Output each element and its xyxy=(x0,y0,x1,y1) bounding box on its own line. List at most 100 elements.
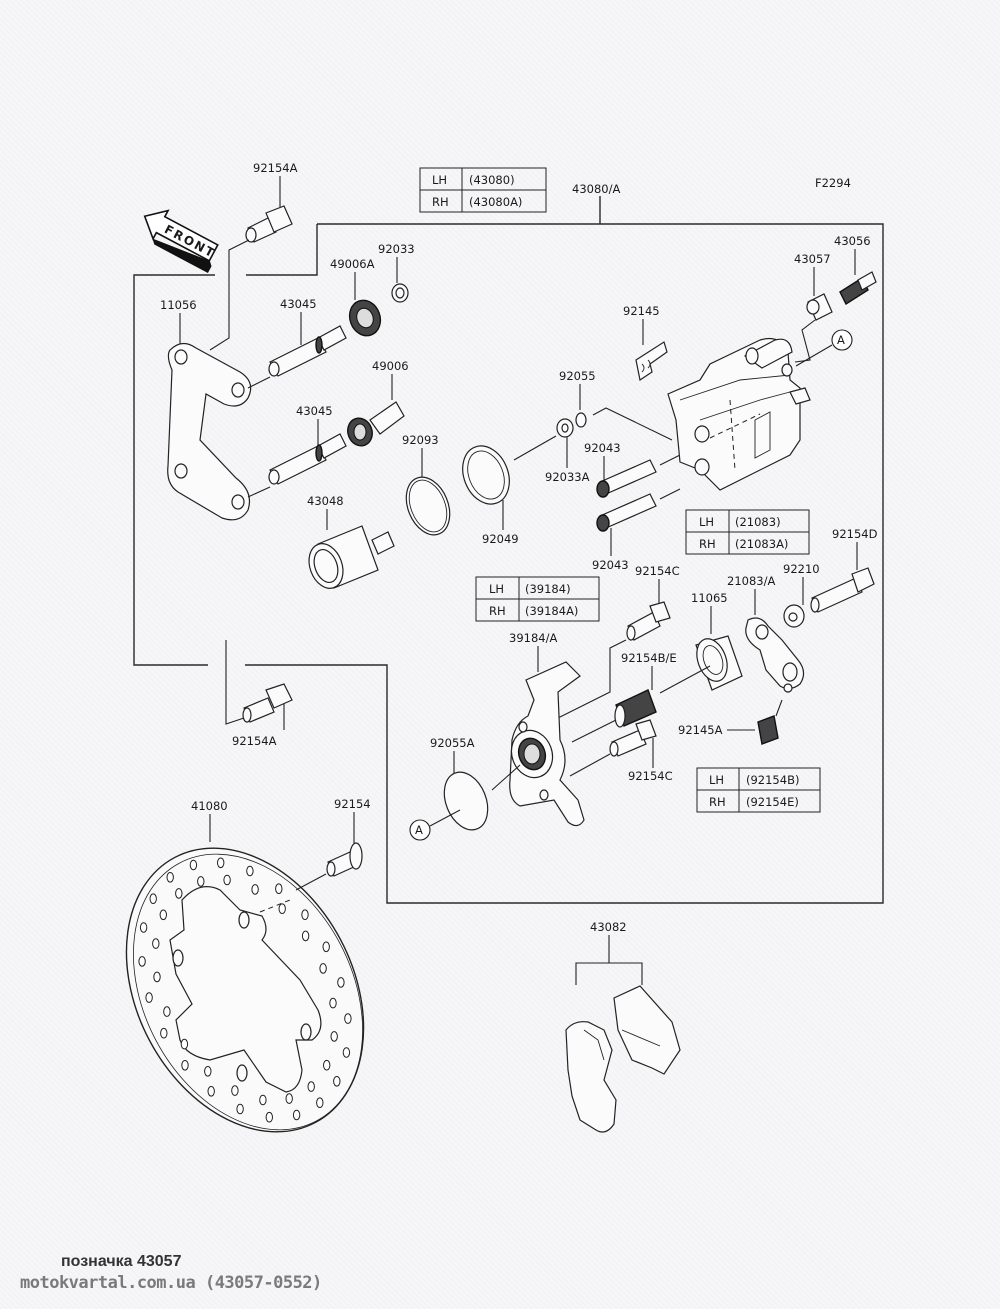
oring-92055a[interactable]: 92055A xyxy=(430,736,521,836)
disc-vent-hole xyxy=(152,938,160,949)
pad-pin-92043-lower[interactable]: 92043 xyxy=(592,488,681,572)
caliper-body[interactable] xyxy=(667,337,811,491)
disc-vent-hole xyxy=(307,1081,315,1092)
disc-hub-cutout xyxy=(169,886,322,1093)
table-cell-side: LH xyxy=(489,582,504,596)
part-label: 43056 xyxy=(834,234,871,248)
bolt-92154c-top[interactable]: 92154C xyxy=(557,564,680,719)
disc-vent-hole xyxy=(145,992,153,1003)
table-cell-part: (21083) xyxy=(735,515,781,529)
part-label: 41080 xyxy=(191,799,228,813)
part-label: 43048 xyxy=(307,494,344,508)
disc-vent-hole xyxy=(204,1066,212,1077)
part-label: 92055 xyxy=(559,369,596,383)
ref-marker-a-bottom: A xyxy=(409,809,461,841)
disc-vent-hole xyxy=(344,1013,352,1024)
part-label: 39184/A xyxy=(509,631,557,645)
disc-vent-hole xyxy=(163,1006,171,1017)
part-label: 43057 xyxy=(794,252,831,266)
part-label: 92154 xyxy=(334,797,371,811)
disc-vent-hole xyxy=(231,1085,239,1096)
table-cell-part: (43080A) xyxy=(469,195,522,209)
part-label: 92154A xyxy=(253,161,298,175)
ref-marker-a-top: A xyxy=(795,329,853,367)
slide-pin-43045-upper[interactable]: 43045 xyxy=(268,297,347,377)
disc-vent-hole xyxy=(265,1111,273,1123)
part-label: 92154C xyxy=(628,769,673,783)
disc-vent-hole xyxy=(292,1109,301,1121)
bracket-21083a[interactable]: 21083/A xyxy=(727,574,805,717)
table-cell-side: RH xyxy=(432,195,449,209)
disc-vent-hole xyxy=(246,865,254,877)
disc-vent-hole xyxy=(181,1060,189,1071)
disc-vent-hole xyxy=(139,922,148,933)
disc-vent-hole xyxy=(138,956,146,967)
table-cell-part: (39184A) xyxy=(525,604,578,618)
disc-vent-hole xyxy=(329,997,337,1009)
disc-vent-hole xyxy=(285,1093,293,1104)
cup-11065[interactable]: 11065 xyxy=(659,591,743,694)
part-label: 92145 xyxy=(623,304,660,318)
boot-49006a[interactable]: 49006A xyxy=(330,257,385,340)
lever-side-table: LH (39184) RH (39184A) xyxy=(475,576,600,622)
disc-vent-hole xyxy=(275,883,283,895)
bleeder-cap-43057[interactable]: 43057 xyxy=(794,252,833,363)
disc-vent-hole xyxy=(160,1027,168,1039)
cap-92033[interactable]: 92033 xyxy=(378,242,415,303)
ref-marker-label: A xyxy=(415,823,423,837)
adjuster-92154be[interactable]: 92154B/E xyxy=(571,651,677,743)
part-label: 49006A xyxy=(330,257,375,271)
part-label: 43045 xyxy=(280,297,317,311)
table-cell-part: (92154E) xyxy=(746,795,799,809)
disc-vent-hole xyxy=(149,893,157,905)
bleeder-valve-43056[interactable]: 43056 xyxy=(834,234,877,306)
part-label: 21083/A xyxy=(727,574,775,588)
piston-43048[interactable]: 43048 xyxy=(303,494,395,593)
spring-92145a[interactable]: 92145A xyxy=(678,715,779,745)
disc-bolt-92154[interactable]: 92154 xyxy=(295,797,371,891)
boot-49006[interactable]: 49006 xyxy=(344,359,409,449)
table-cell-side: RH xyxy=(699,537,716,551)
slide-pin-43045-lower[interactable]: 43045 xyxy=(268,404,347,485)
disc-vent-hole xyxy=(166,872,174,883)
assembly-label: 43080/A xyxy=(572,182,620,196)
disc-vent-hole xyxy=(278,903,286,915)
collar-92210[interactable]: 92210 xyxy=(783,562,820,628)
disc-vent-hole xyxy=(153,971,161,983)
oring-92055[interactable]: 92055 xyxy=(559,369,673,441)
disc-vent-hole xyxy=(189,859,198,871)
washer-92033a[interactable]: 92033A xyxy=(545,418,590,484)
part-label: 92049 xyxy=(482,532,519,546)
table-cell-part: (39184) xyxy=(525,582,571,596)
disc-vent-hole xyxy=(301,930,310,942)
disc-vent-hole xyxy=(333,1076,341,1087)
bolt-92154c-bottom[interactable]: 92154C xyxy=(569,719,673,783)
disc-vent-hole xyxy=(342,1047,351,1058)
disc-vent-hole xyxy=(322,941,330,953)
brake-disc-41080[interactable]: 41080 xyxy=(79,799,411,1173)
brake-pads-43082[interactable]: 43082 xyxy=(565,920,681,1133)
part-label: 92043 xyxy=(592,558,629,572)
dust-seal-92049[interactable]: 92049 xyxy=(454,435,557,546)
part-label: 92210 xyxy=(783,562,820,576)
footer-note: позначка 43057 xyxy=(61,1253,182,1270)
disc-vent-hole xyxy=(337,977,345,988)
table-cell-side: LH xyxy=(709,773,724,787)
disc-vent-hole xyxy=(301,909,309,921)
bolt-92154a-bottom[interactable]: 92154A xyxy=(225,640,293,748)
seal-92093[interactable]: 92093 xyxy=(398,433,458,541)
bracket-side-table: LH (21083) RH (21083A) xyxy=(685,509,810,555)
table-cell-part: (21083A) xyxy=(735,537,788,551)
pad-pin-92043-upper[interactable]: 92043 xyxy=(584,441,681,498)
table-cell-side: RH xyxy=(489,604,506,618)
bolt-92154a-top[interactable]: 92154A xyxy=(209,161,298,351)
disc-vent-hole xyxy=(223,874,231,886)
bolt-92154d[interactable]: 92154D xyxy=(810,527,878,613)
disc-vent-holes xyxy=(138,857,352,1123)
lever-39184a[interactable]: 39184/A xyxy=(505,631,585,827)
part-label: 11056 xyxy=(160,298,197,312)
caliper-holder-11056[interactable]: 11056 xyxy=(160,298,271,521)
table-cell-side: RH xyxy=(709,795,726,809)
spring-plate-92145[interactable]: 92145 xyxy=(623,304,668,381)
